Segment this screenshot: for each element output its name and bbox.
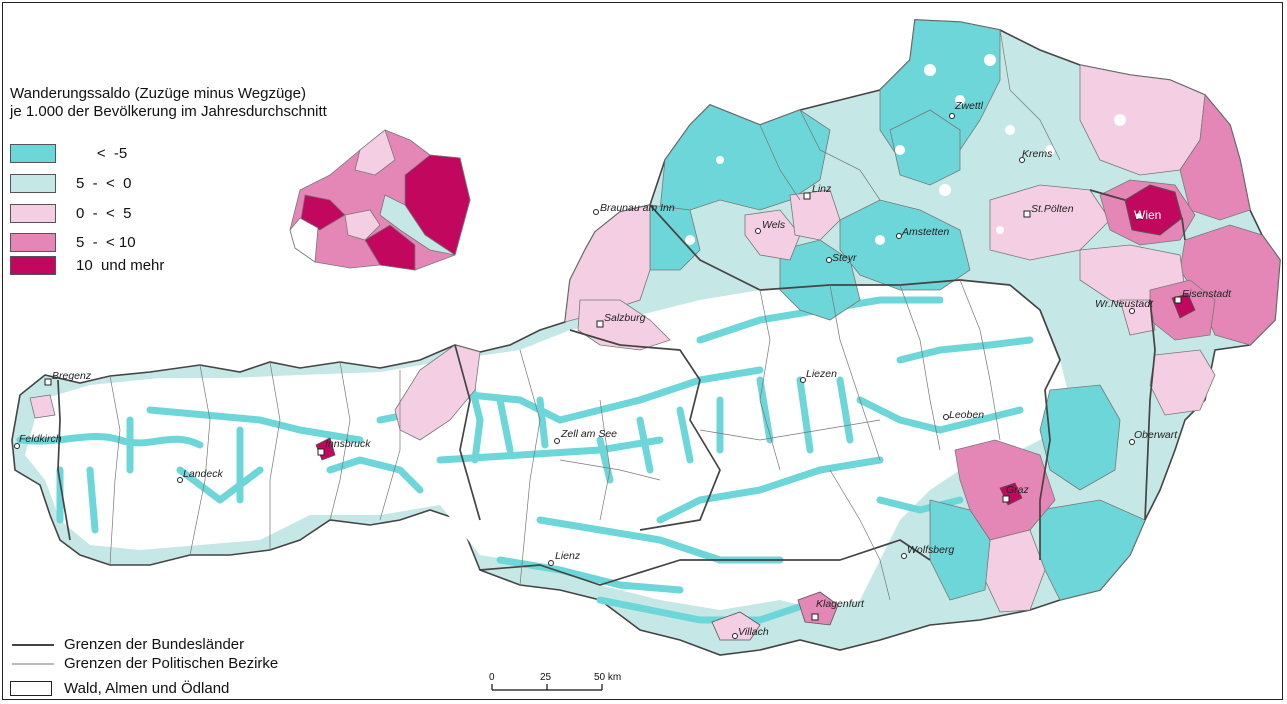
city-label-graz: Graz — [1006, 484, 1029, 496]
legend-label: 5 - < 10 — [76, 233, 136, 251]
region-salzburg-umgebung — [577, 299, 671, 351]
region-suedoststeiermark — [1039, 499, 1146, 601]
city-label-eisenstadt: Eisenstadt — [1182, 288, 1232, 300]
city-label-zwettl: Zwettl — [955, 100, 984, 112]
legend-label: 10 und mehr — [76, 256, 165, 274]
region-oststeiermark — [1039, 384, 1121, 491]
city-label-steyr: Steyr — [832, 252, 857, 264]
region-mittelburgenland — [1149, 349, 1216, 416]
city-label-landeck: Landeck — [183, 468, 223, 480]
region-wrneustadt — [1119, 299, 1156, 336]
forest-patches-north — [685, 54, 1126, 245]
legend-row-10-plus: 10 und mehr — [10, 255, 164, 275]
valley-channels — [16, 296, 1034, 624]
city-label-oberwart: Oberwart — [1134, 429, 1178, 441]
city-label-villach: Villach — [738, 626, 769, 638]
city-markers — [14, 113, 1182, 639]
scale-label-0: 0 — [489, 672, 495, 683]
legend-row-5-10: 5 - < 10 — [10, 232, 136, 252]
legend-district-borders-label: Grenzen der Politischen Bezirke — [64, 655, 279, 672]
legend-row-lt-minus5: < -5 — [10, 143, 127, 163]
city-label-zellamsee: Zell am See — [561, 428, 618, 440]
legend-forest-swatch — [10, 681, 52, 696]
legend-title-line2: je 1.000 der Bevölkerung im Jahresdurchs… — [10, 103, 327, 120]
legend-swatch — [10, 255, 56, 275]
city-label-wien: Wien — [1134, 208, 1162, 222]
city-label-wels: Wels — [762, 219, 786, 231]
legend-state-borders-label: Grenzen der Bundesländer — [64, 636, 245, 653]
city-label-lienz: Lienz — [555, 550, 581, 562]
district-borders — [109, 29, 1061, 601]
legend-label: 0 - < 5 — [76, 204, 132, 222]
legend-label: 5 - < 0 — [76, 174, 132, 192]
legend-state-borders: Grenzen der Bundesländer — [64, 636, 244, 653]
scale-label-50: 50 km — [594, 672, 622, 683]
scale-label-25: 25 — [540, 672, 552, 683]
region-tirol-pink — [394, 344, 481, 441]
city-label-wolfsberg: Wolfsberg — [907, 544, 955, 556]
legend-row-0-5: 0 - < 5 — [10, 203, 131, 223]
city-label-linz: Linz — [812, 183, 832, 195]
city-label-liezen: Liezen — [806, 368, 837, 380]
region-steyr — [779, 239, 861, 321]
region-zwettl — [889, 109, 961, 186]
legend-swatch — [10, 173, 56, 193]
city-label-innsbruck: Innsbruck — [325, 438, 371, 450]
legend-district-borders: Grenzen der Politischen Bezirke — [64, 655, 278, 672]
city-label-amstetten: Amstetten — [902, 226, 950, 238]
region-villach — [711, 611, 761, 641]
region-mistelbach — [1179, 94, 1251, 221]
scale-bar — [491, 684, 603, 691]
city-label-wrneustadt: Wr.Neustadt — [1095, 298, 1153, 310]
legend-label: < -5 — [76, 144, 128, 162]
region-klagenfurt — [797, 591, 839, 626]
region-stpoelten-pink — [989, 184, 1111, 261]
legend-swatch — [10, 203, 56, 223]
legend-forest: Wald, Almen und Ödland — [10, 680, 229, 697]
city-label-salzburg: Salzburg — [604, 312, 646, 324]
vienna-inset — [289, 129, 471, 271]
city-label-feldkirch: Feldkirch — [19, 433, 62, 445]
region-vorarlberg-pink — [29, 394, 56, 419]
legend-forest-label: Wald, Almen und Ödland — [64, 680, 230, 697]
city-label-leoben: Leoben — [949, 409, 985, 421]
legend-row-minus5-0: 5 - < 0 — [10, 173, 131, 193]
region-wels-pink — [744, 209, 801, 261]
legend-title-line1: Wanderungssaldo (Zuzüge minus Wegzüge) — [10, 85, 306, 102]
city-label-braunau: Braunau am Inn — [600, 202, 675, 214]
city-label-bregenz: Bregenz — [52, 370, 92, 382]
city-label-krems: Krems — [1022, 148, 1053, 160]
legend-swatch — [10, 232, 56, 252]
legend-swatch — [10, 143, 56, 163]
region-linz-land — [789, 189, 841, 241]
city-label-klagenfurt: Klagenfurt — [816, 598, 864, 610]
city-label-stpoelten: St.Pölten — [1031, 203, 1074, 215]
